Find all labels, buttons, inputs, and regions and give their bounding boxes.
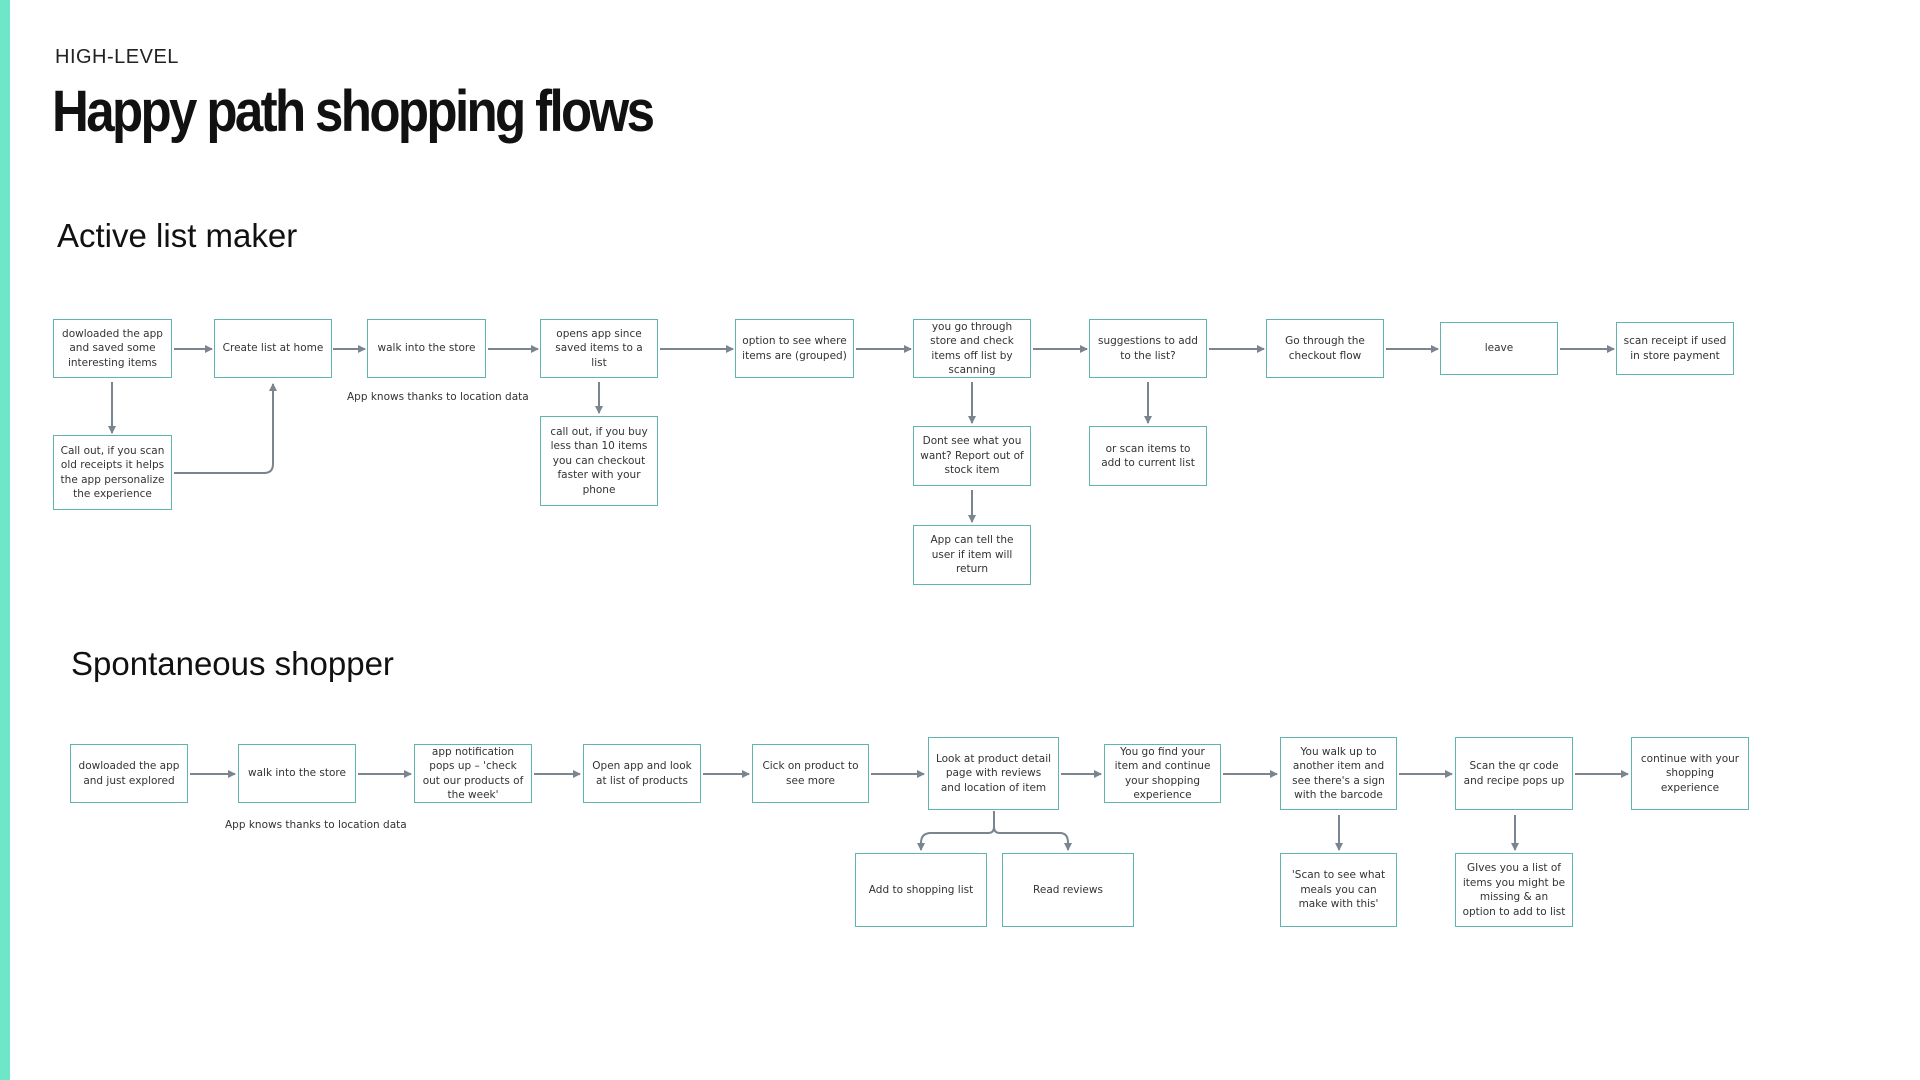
flow-step-barcode-sign: You walk up to another item and see ther… — [1280, 737, 1397, 810]
eyebrow-label: HIGH-LEVEL — [55, 46, 179, 68]
callout-scan-receipts: Call out, if you scan old receipts it he… — [53, 435, 172, 510]
flow-step-product-detail: Look at product detail page with reviews… — [928, 737, 1059, 810]
flow-step-create-list: Create list at home — [214, 319, 332, 378]
note-location-data: App knows thanks to location data — [347, 391, 529, 403]
flow-step-downloaded-app: dowloaded the app and saved some interes… — [53, 319, 172, 378]
flow-step-scan-qr-code: Scan the qr code and recipe pops up — [1455, 737, 1573, 810]
flow-step-checkout: Go through the checkout flow — [1266, 319, 1384, 378]
flow-step-suggestions: suggestions to add to the list? — [1089, 319, 1207, 378]
flow-step-open-saved-list: opens app since saved items to a list — [540, 319, 658, 378]
connector — [174, 383, 277, 474]
flow-step-downloaded-explored: dowloaded the app and just explored — [70, 744, 188, 803]
split-brace — [993, 811, 1060, 834]
accent-bar — [0, 0, 10, 1080]
flow-step-walk-into-store: walk into the store — [238, 744, 356, 803]
split-brace — [931, 826, 995, 834]
flow-step-add-to-list: Add to shopping list — [855, 853, 987, 927]
flow-step-find-item: You go find your item and continue your … — [1104, 744, 1221, 803]
flow-step-scan-receipt: scan receipt if used in store payment — [1616, 322, 1734, 375]
connector — [1059, 832, 1072, 851]
flow-step-report-out-of-stock: Dont see what you want? Report out of st… — [913, 426, 1031, 486]
flow-step-read-reviews: Read reviews — [1002, 853, 1134, 927]
flow-step-open-product-list: Open app and look at list of products — [583, 744, 701, 803]
note-location-data: App knows thanks to location data — [225, 819, 407, 831]
section-title-spontaneous: Spontaneous shopper — [71, 645, 394, 682]
flow-step-see-grouped-items: option to see where items are (grouped) — [735, 319, 854, 378]
flow-step-app-notification: app notification pops up – 'check out ou… — [414, 744, 532, 803]
callout-fast-checkout: call out, if you buy less than 10 items … — [540, 416, 658, 506]
flow-step-missing-items: GIves you a list of items you might be m… — [1455, 853, 1573, 927]
page-title: Happy path shopping flows — [52, 79, 655, 144]
section-title-active: Active list maker — [57, 217, 298, 254]
flow-step-continue-shopping: continue with your shopping experience — [1631, 737, 1749, 810]
flow-step-scan-items-off: you go through store and check items off… — [913, 319, 1031, 378]
flow-step-leave: leave — [1440, 322, 1558, 375]
flow-step-item-return-info: App can tell the user if item will retur… — [913, 525, 1031, 585]
flow-step-click-product: Cick on product to see more — [752, 744, 869, 803]
flow-step-scan-to-add: or scan items to add to current list — [1089, 426, 1207, 486]
flow-step-scan-meals: 'Scan to see what meals you can make wit… — [1280, 853, 1397, 927]
connector — [917, 832, 932, 851]
flow-step-walk-into-store: walk into the store — [367, 319, 486, 378]
